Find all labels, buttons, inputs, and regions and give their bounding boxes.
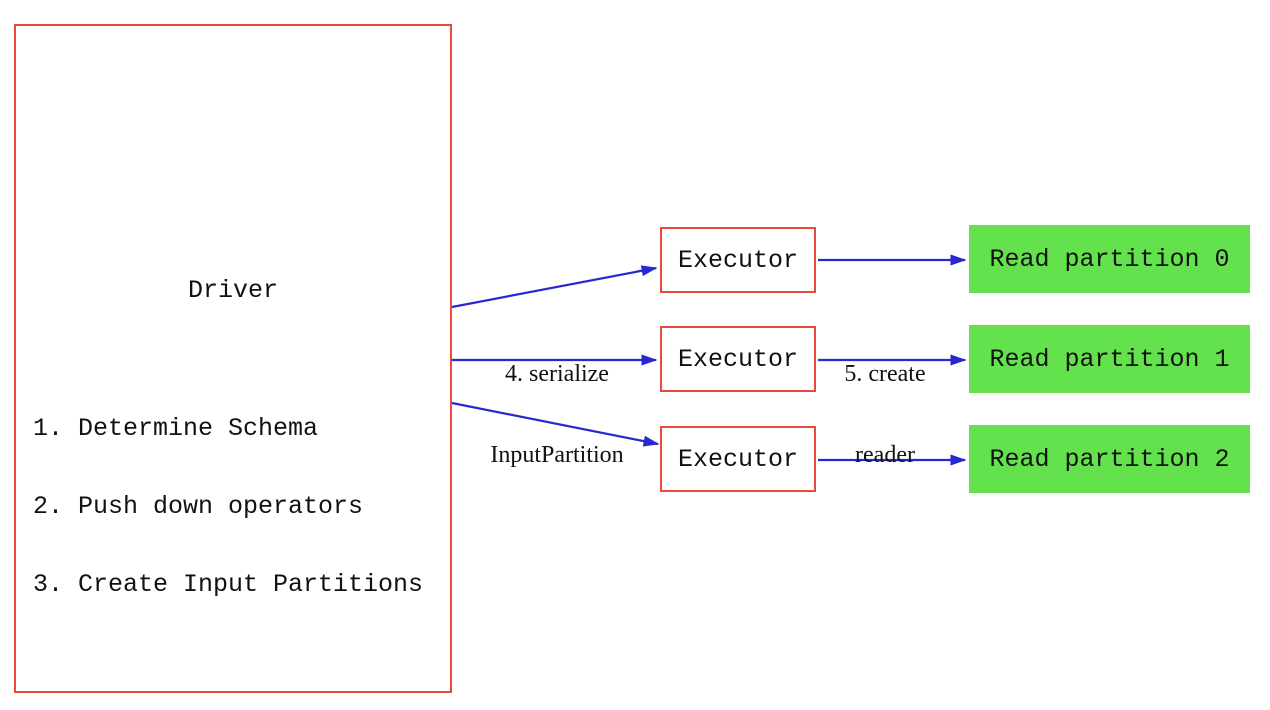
edge-label-create-reader: 5. create reader: [810, 307, 960, 523]
edge-label-reader-line2: reader: [855, 442, 915, 468]
edge-label-serialize-line1: 4. serialize: [505, 361, 609, 387]
executor-node-2: Executor: [660, 426, 816, 492]
driver-node: Driver 1. Determine Schema 2. Push down …: [14, 24, 452, 693]
edge-label-serialize-inputpartition: 4. serialize InputPartition: [477, 307, 637, 523]
driver-step-2: 2. Push down operators: [33, 492, 364, 521]
edge-label-reader-line1: 5. create: [844, 361, 926, 387]
executor-node-1: Executor: [660, 326, 816, 392]
read-partition-node-1: Read partition 1: [969, 325, 1250, 393]
read-partition-label-2: Read partition 2: [989, 444, 1230, 474]
edge-label-serialize-line2: InputPartition: [490, 442, 624, 468]
read-partition-label-1: Read partition 1: [989, 344, 1230, 374]
executor-label-1: Executor: [677, 344, 799, 374]
read-partition-label-0: Read partition 0: [989, 244, 1230, 274]
arrow-driver-to-executor-0: [451, 265, 658, 309]
executor-label-2: Executor: [677, 444, 799, 474]
driver-steps-list: 1. Determine Schema 2. Push down operato…: [33, 364, 423, 650]
read-partition-node-2: Read partition 2: [969, 425, 1250, 493]
driver-step-3: 3. Create Input Partitions: [33, 570, 424, 599]
driver-step-1: 1. Determine Schema: [33, 414, 319, 443]
executor-label-0: Executor: [677, 245, 799, 275]
driver-title: Driver: [187, 276, 278, 305]
read-partition-node-0: Read partition 0: [969, 225, 1250, 293]
executor-node-0: Executor: [660, 227, 816, 293]
